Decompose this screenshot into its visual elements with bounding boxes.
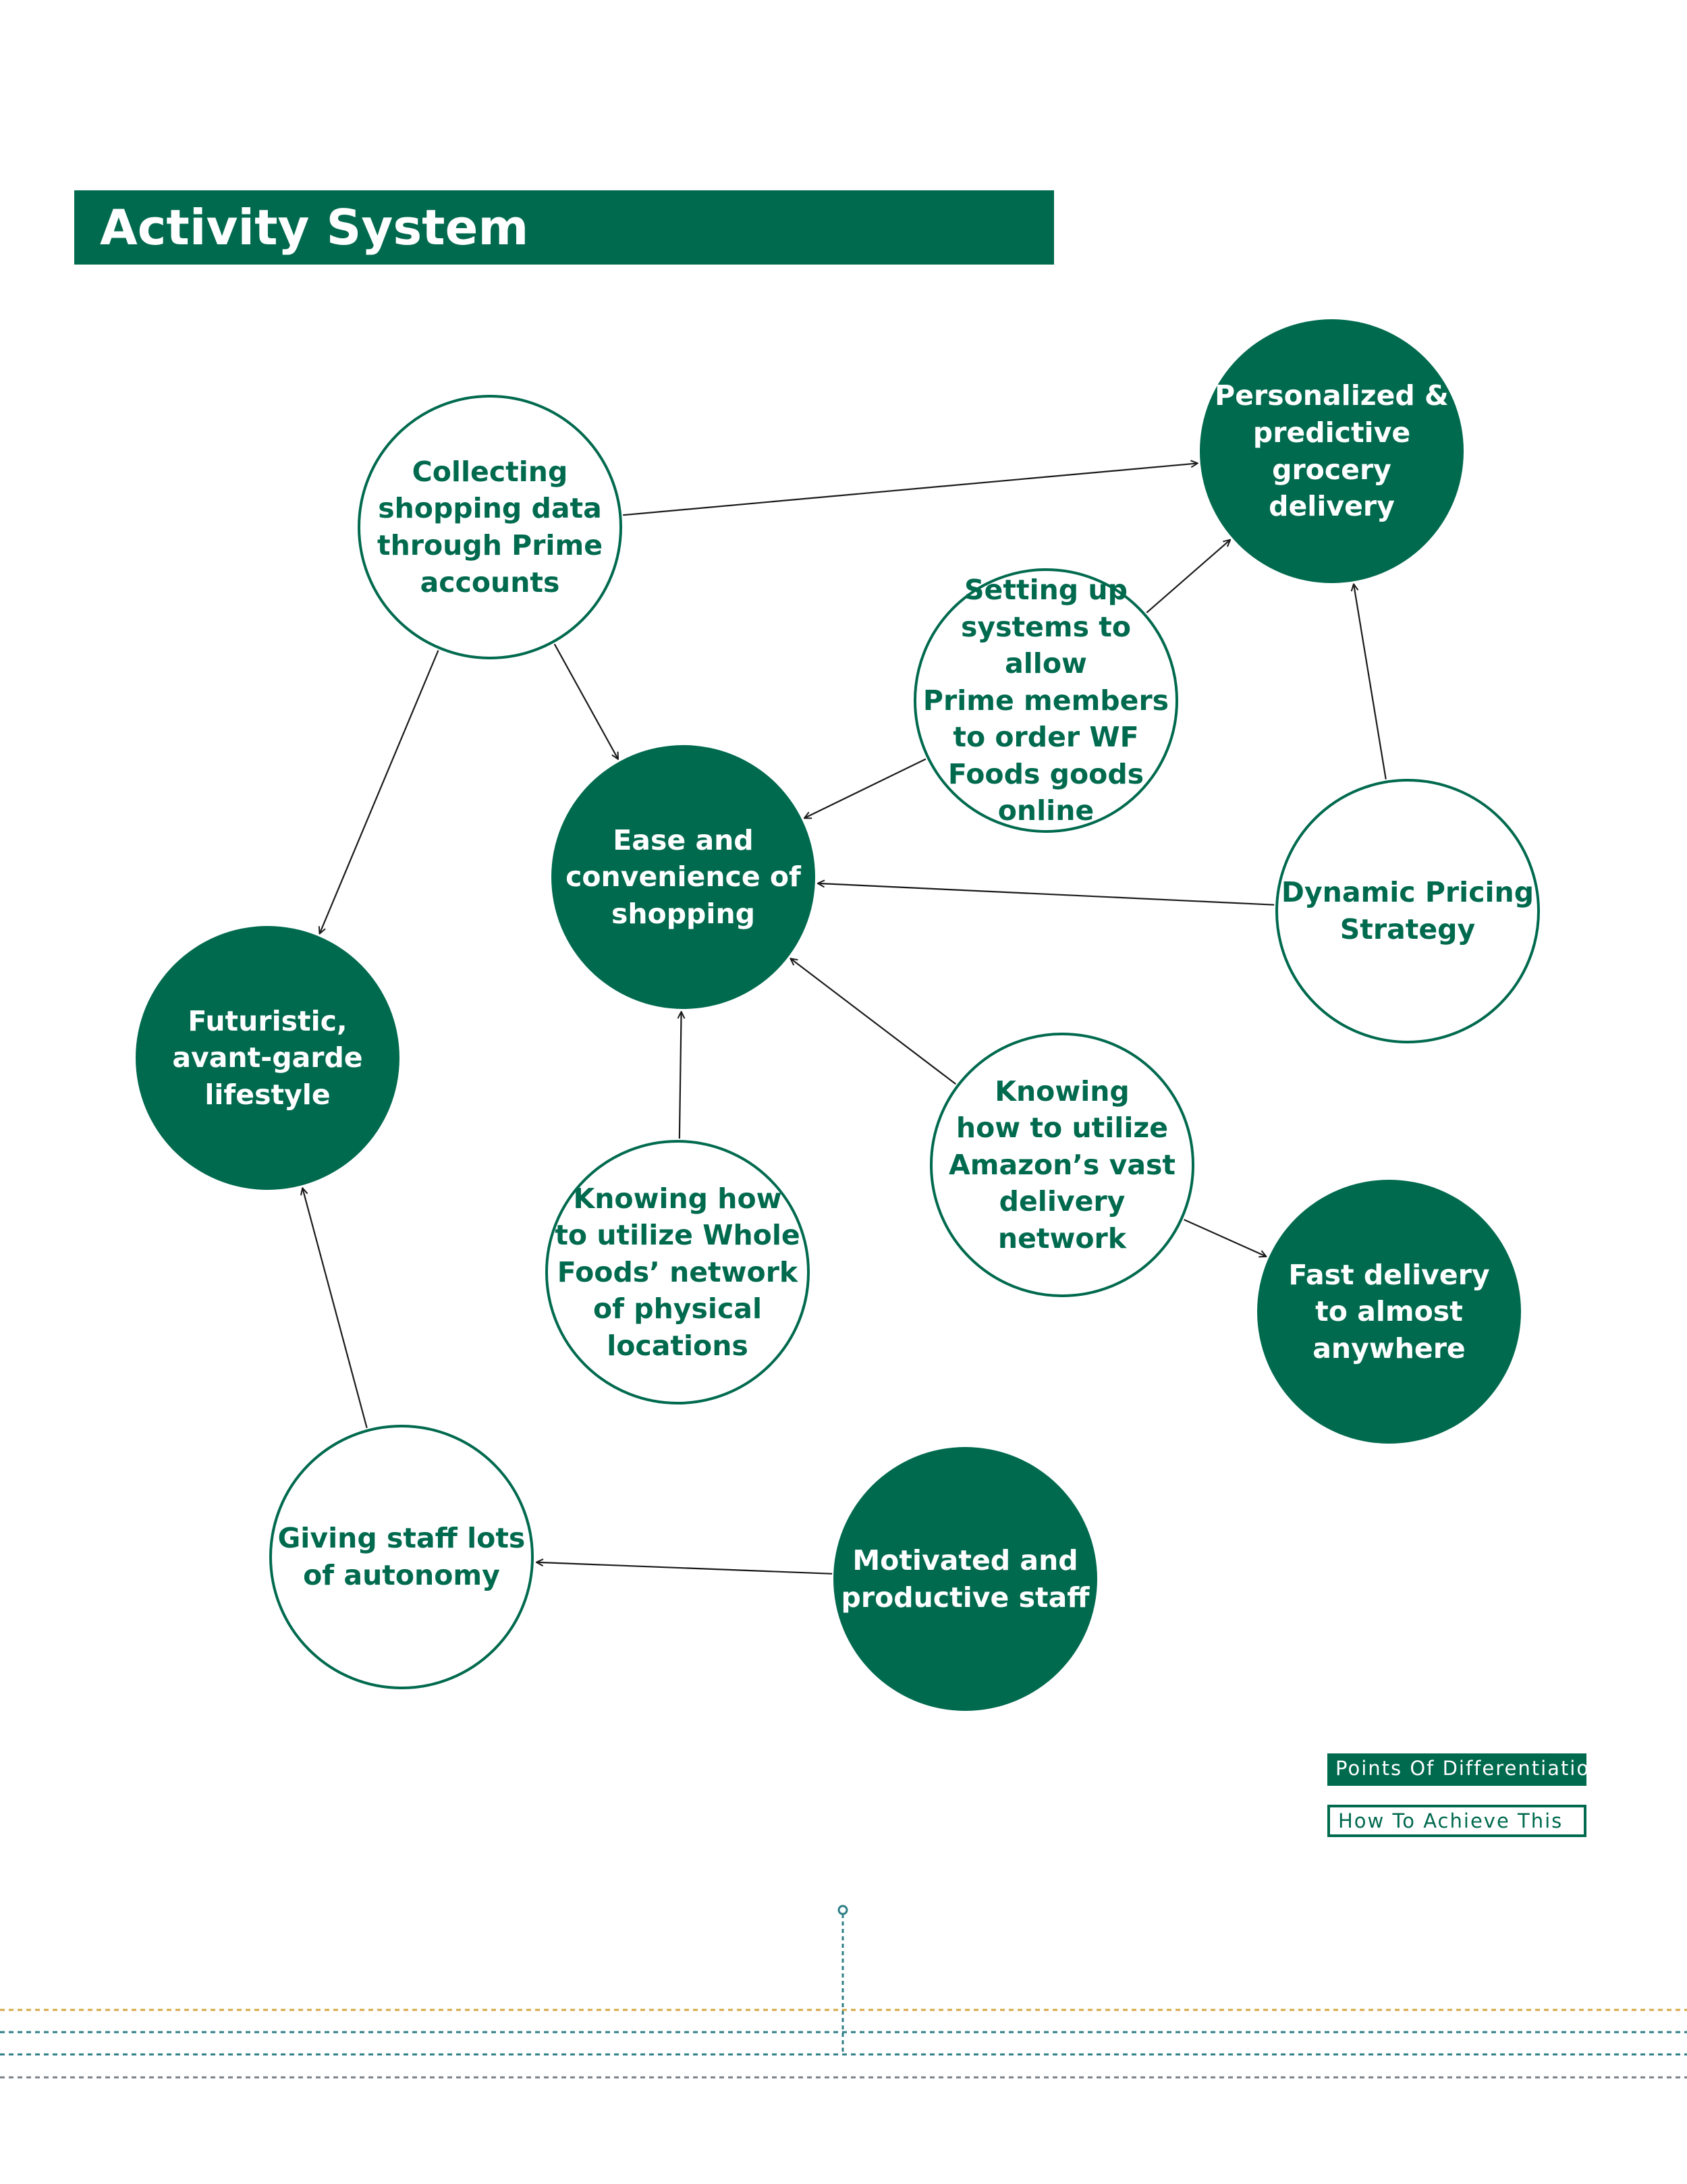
- footer-decoration: [0, 1905, 1687, 2079]
- node-whole-foods: Knowing how to utilize Whole Foods’ netw…: [545, 1140, 810, 1404]
- node-amazon-network: Knowing how to utilize Amazon’s vast del…: [930, 1033, 1194, 1297]
- edge-dynamic-pricing-to-personalized: [1354, 584, 1387, 780]
- legend-points-of-differentiation: Points Of Differentiation: [1327, 1753, 1603, 1786]
- node-ease: Ease and convenience of shopping: [551, 745, 815, 1009]
- edge-amazon-network-to-ease: [790, 958, 956, 1085]
- node-label: Dynamic Pricing Strategy: [1281, 876, 1534, 946]
- edge-collecting-to-personalized: [623, 463, 1198, 516]
- node-motivated: Motivated and productive staff: [833, 1447, 1097, 1711]
- node-label: Knowing how to utilize Amazon’s vast del…: [949, 1074, 1176, 1255]
- title-banner: Activity System: [74, 190, 1054, 265]
- edge-setting-up-to-ease: [804, 758, 927, 819]
- edge-giving-staff-to-futuristic: [302, 1188, 368, 1429]
- edge-whole-foods-to-ease: [680, 1012, 682, 1139]
- edge-collecting-to-ease: [553, 643, 618, 759]
- node-personalized: Personalized & predictive grocery delive…: [1200, 319, 1464, 583]
- node-collecting: Collecting shopping data through Prime a…: [358, 395, 622, 659]
- node-fast-delivery: Fast delivery to almost anywhere: [1257, 1180, 1521, 1444]
- node-label: Collecting shopping data through Prime a…: [377, 455, 603, 599]
- edge-collecting-to-futuristic: [320, 650, 439, 934]
- edge-dynamic-pricing-to-ease: [818, 883, 1275, 906]
- node-setting-up: Setting up systems to allow Prime member…: [914, 568, 1178, 833]
- node-giving-staff: Giving staff lots of autonomy: [269, 1425, 534, 1689]
- legend-how-to-achieve: How To Achieve This: [1327, 1805, 1586, 1837]
- node-label: Ease and convenience of shopping: [565, 823, 801, 930]
- node-label: Personalized & predictive grocery delive…: [1215, 379, 1449, 523]
- node-label: Setting up systems to allow Prime member…: [922, 574, 1169, 827]
- node-label: Futuristic, avant-garde lifestyle: [172, 1004, 363, 1111]
- node-label: Knowing how to utilize Whole Foods’ netw…: [555, 1182, 800, 1362]
- footer-pin-icon: [837, 1905, 848, 1915]
- node-label: Giving staff lots of autonomy: [277, 1522, 526, 1591]
- edge-amazon-network-to-fast-delivery: [1184, 1219, 1267, 1257]
- page-title: Activity System: [100, 199, 529, 256]
- node-label: Fast delivery to almost anywhere: [1288, 1258, 1490, 1365]
- edge-motivated-to-giving-staff: [536, 1562, 833, 1575]
- edge-setting-up-to-personalized: [1146, 540, 1230, 613]
- node-futuristic: Futuristic, avant-garde lifestyle: [136, 926, 399, 1190]
- node-dynamic-pricing: Dynamic Pricing Strategy: [1275, 779, 1540, 1043]
- node-label: Motivated and productive staff: [841, 1544, 1090, 1614]
